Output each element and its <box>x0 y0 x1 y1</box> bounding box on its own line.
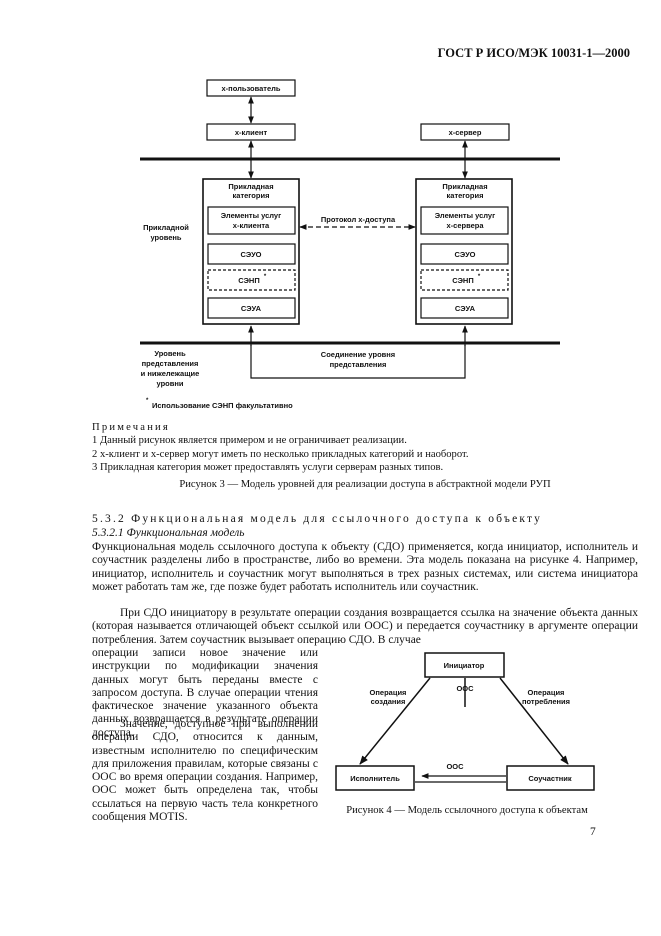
x-server-label: x-сервер <box>449 128 482 137</box>
pres-level-l4: уровни <box>157 379 184 388</box>
csnp-right-mark: * <box>478 274 481 280</box>
csnp-left-box <box>207 269 296 291</box>
x-client-label: x-клиент <box>235 128 268 137</box>
cseo-left-box <box>207 243 296 265</box>
protocol-label: Протокол x-доступа <box>321 215 396 224</box>
participant-box <box>506 765 595 791</box>
initiator-label: Инициатор <box>444 661 485 670</box>
app-level-l1: Прикладной <box>143 223 189 232</box>
executor-box <box>335 765 415 791</box>
cseo-left-label: СЭУО <box>241 250 262 259</box>
csnp-right-box <box>420 269 509 291</box>
create-op-l2: создания <box>371 697 406 706</box>
section-title: 5.3.2 Функциональная модель для ссылочно… <box>92 513 543 525</box>
app-category-right-l1: Прикладная <box>442 182 487 191</box>
app-level-l2: уровень <box>150 233 181 242</box>
app-category-left-box <box>202 178 300 325</box>
csnp-left-label: СЭНП <box>238 276 259 285</box>
note-item: 3 Прикладная категория может предоставля… <box>92 462 444 474</box>
notes-heading: Примечания <box>92 422 170 433</box>
csua-right-label: СЭУА <box>455 304 476 313</box>
cseo-right-label: СЭУО <box>455 250 476 259</box>
pres-conn-l2: представления <box>330 360 387 369</box>
cseo-right-box <box>420 243 509 265</box>
paragraph-2-wide: При СДО инициатору в результате операции… <box>92 607 638 646</box>
app-category-left-l2: категория <box>233 191 270 200</box>
service-el-right-l2: x-сервера <box>446 221 484 230</box>
subsection-title: 5.3.2.1 Функциональная модель <box>92 527 245 539</box>
executor-label: Исполнитель <box>350 774 400 783</box>
figure-3-notes: Примечания 1 Данный рисунок является при… <box>92 421 469 475</box>
participant-label: Соучастник <box>528 774 572 783</box>
consume-op-l1: Операция <box>528 688 565 697</box>
footnote-text: Использование СЭНП факультативно <box>152 401 293 410</box>
page-number: 7 <box>590 826 596 838</box>
figure-4-caption: Рисунок 4 — Модель ссылочного доступа к … <box>346 805 588 816</box>
csua-right-box <box>420 297 509 319</box>
x-client-box <box>206 123 296 141</box>
doi-bottom-label: ООС <box>446 762 464 771</box>
pres-level-l2: представления <box>142 359 199 368</box>
note-item: 1 Данный рисунок является примером и не … <box>92 435 407 447</box>
service-el-right-l1: Элементы услуг <box>435 211 495 220</box>
pres-level-l3: и нижележащие <box>141 369 200 378</box>
csnp-right-label: СЭНП <box>452 276 473 285</box>
figure-4-diagram: Инициатор Исполнитель Соучастник Операци… <box>335 652 595 791</box>
x-user-label: x-пользователь <box>222 84 281 93</box>
service-elements-server-box <box>420 206 509 235</box>
create-op-l1: Операция <box>370 688 407 697</box>
x-user-box <box>206 79 296 97</box>
app-category-right-box <box>415 178 513 325</box>
document-header: ГОСТ Р ИСО/МЭК 10031-1—2000 <box>437 46 630 60</box>
pres-conn-l1: Соединение уровня <box>321 350 395 359</box>
paragraph-3: Значение, доступное при выполнении опера… <box>92 718 318 824</box>
service-el-left-l1: Элементы услуг <box>221 211 281 220</box>
csua-left-box <box>207 297 296 319</box>
paragraph-2-narrow: операции записи новое значение или инстр… <box>92 647 318 739</box>
initiator-box <box>424 652 505 678</box>
csua-left-label: СЭУА <box>241 304 262 313</box>
pres-level-l1: Уровень <box>154 349 186 358</box>
doi-top-label: ООС <box>456 684 474 693</box>
x-server-box <box>420 123 510 141</box>
app-category-right-l2: категория <box>447 191 484 200</box>
consume-op-l2: потребления <box>522 697 570 706</box>
service-el-left-l2: x-клиента <box>233 221 270 230</box>
note-item: 2 x-клиент и x-сервер могут иметь по нес… <box>92 448 469 460</box>
app-category-left-l1: Прикладная <box>228 182 273 191</box>
figure-3-caption: Рисунок 3 — Модель уровней для реализаци… <box>179 479 551 490</box>
csnp-left-mark: * <box>264 274 267 280</box>
service-elements-client-box <box>207 206 296 235</box>
paragraph-1: Функциональная модель ссылочного доступа… <box>92 541 638 593</box>
figure-3-diagram: x-пользователь x-клиент x-сервер Приклад… <box>140 79 560 410</box>
footnote-mark: * <box>146 398 149 404</box>
